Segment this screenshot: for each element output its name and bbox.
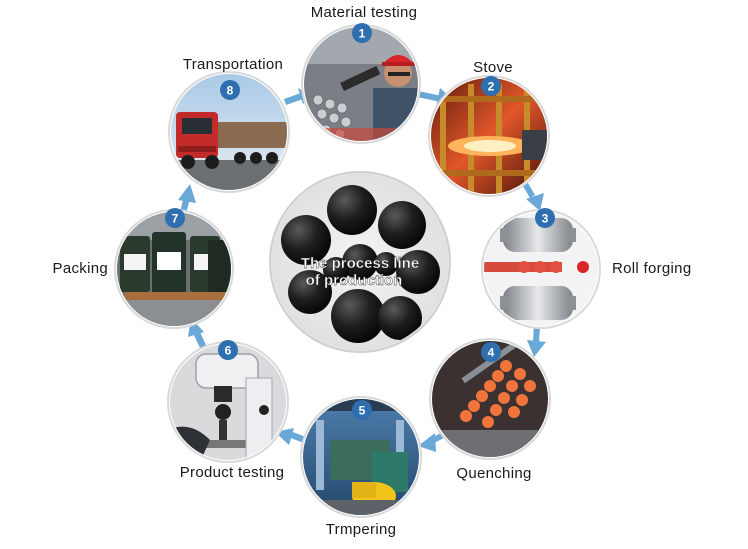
center-title-line2: of production: [306, 272, 403, 289]
red-ball-marker: [577, 261, 589, 273]
step-8-transportation: 8 Transportation: [168, 56, 290, 193]
step-4-label: Quenching: [456, 465, 531, 482]
step-3-label: Roll forging: [612, 260, 691, 277]
step-5-tempering: 5 Trmpering: [300, 396, 422, 538]
step-8-number: 8: [227, 84, 234, 98]
step-2-badge: [481, 76, 501, 96]
step-6-product-testing: 6 Product testing: [167, 340, 289, 481]
step-8-label: Transportation: [183, 56, 283, 73]
step-3-badge: [535, 208, 555, 228]
step-7-label: Packing: [53, 260, 108, 277]
stove-photo: [431, 78, 547, 194]
step-7-number: 7: [172, 212, 179, 226]
step-1-material-testing: 1 Material testing: [301, 4, 421, 144]
step-5-number: 5: [359, 404, 366, 418]
step-1-badge: [352, 23, 372, 43]
transportation-photo: [171, 74, 287, 190]
arrow-7-to-8: [178, 184, 196, 214]
step-7-packing: 7 Packing: [53, 208, 234, 329]
step-1-label: Material testing: [311, 4, 418, 21]
arrow-3-to-4: [527, 325, 546, 357]
step-6-badge: [218, 340, 238, 360]
step-7-badge: [165, 208, 185, 228]
step-5-label: Trmpering: [326, 521, 397, 538]
center-balls-image: The process line of production: [269, 171, 451, 353]
step-8-badge: [220, 80, 240, 100]
step-1-number: 1: [359, 27, 366, 41]
step-2-number: 2: [488, 80, 495, 94]
step-4-badge: [481, 342, 501, 362]
center-title-line1: The process line: [301, 255, 419, 272]
step-4-number: 4: [488, 346, 495, 360]
step-2-label: Stove: [473, 59, 513, 76]
step-6-label: Product testing: [180, 464, 285, 481]
step-6-number: 6: [225, 344, 232, 358]
step-5-badge: [352, 400, 372, 420]
step-3-roll-forging: 3 Roll forging: [481, 208, 691, 329]
step-3-number: 3: [542, 212, 549, 226]
step-2-stove: 2 Stove: [428, 59, 550, 197]
